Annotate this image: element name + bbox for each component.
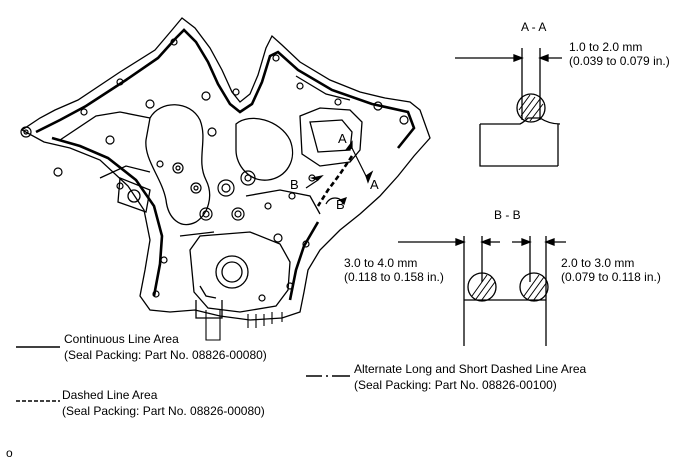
marker-b-left: B xyxy=(290,177,299,192)
left-bracket xyxy=(117,177,151,213)
footer-mark: o xyxy=(6,446,13,460)
legend-continuous-title: Continuous Line Area xyxy=(64,332,179,346)
legend-continuous-part: (Seal Packing: Part No. 08826-00080) xyxy=(64,348,267,362)
marker-a-lower: A xyxy=(370,177,379,192)
section-bb-left-in: (0.118 to 0.158 in.) xyxy=(344,270,444,284)
legend-dashed-part: (Seal Packing: Part No. 08826-00080) xyxy=(62,404,265,418)
section-bb-left-mm: 3.0 to 4.0 mm xyxy=(344,256,418,270)
legend-lines xyxy=(16,346,350,402)
marker-a-upper: A xyxy=(338,131,347,146)
legend-alternate-part: (Seal Packing: Part No. 08826-00100) xyxy=(354,378,557,392)
legend-dashed-title: Dashed Line Area xyxy=(62,388,158,402)
section-cut-markers xyxy=(305,140,374,206)
section-aa-dim-mm: 1.0 to 2.0 mm xyxy=(569,40,643,54)
section-aa-dim-in: (0.039 to 0.079 in.) xyxy=(569,54,670,68)
section-aa-drawing xyxy=(455,48,562,167)
section-bb-right-in: (0.079 to 0.118 in.) xyxy=(561,270,661,284)
section-bb-right-mm: 2.0 to 3.0 mm xyxy=(561,256,635,270)
marker-b-right: B xyxy=(336,197,345,212)
section-bb-title: B - B xyxy=(494,208,521,222)
section-bb-drawing xyxy=(398,236,566,346)
bolt-holes xyxy=(20,38,409,302)
section-aa-title: A - A xyxy=(521,20,547,34)
bottom-studs xyxy=(205,310,283,341)
timing-cover xyxy=(20,17,431,321)
legend-alternate-title: Alternate Long and Short Dashed Line Are… xyxy=(354,362,587,376)
